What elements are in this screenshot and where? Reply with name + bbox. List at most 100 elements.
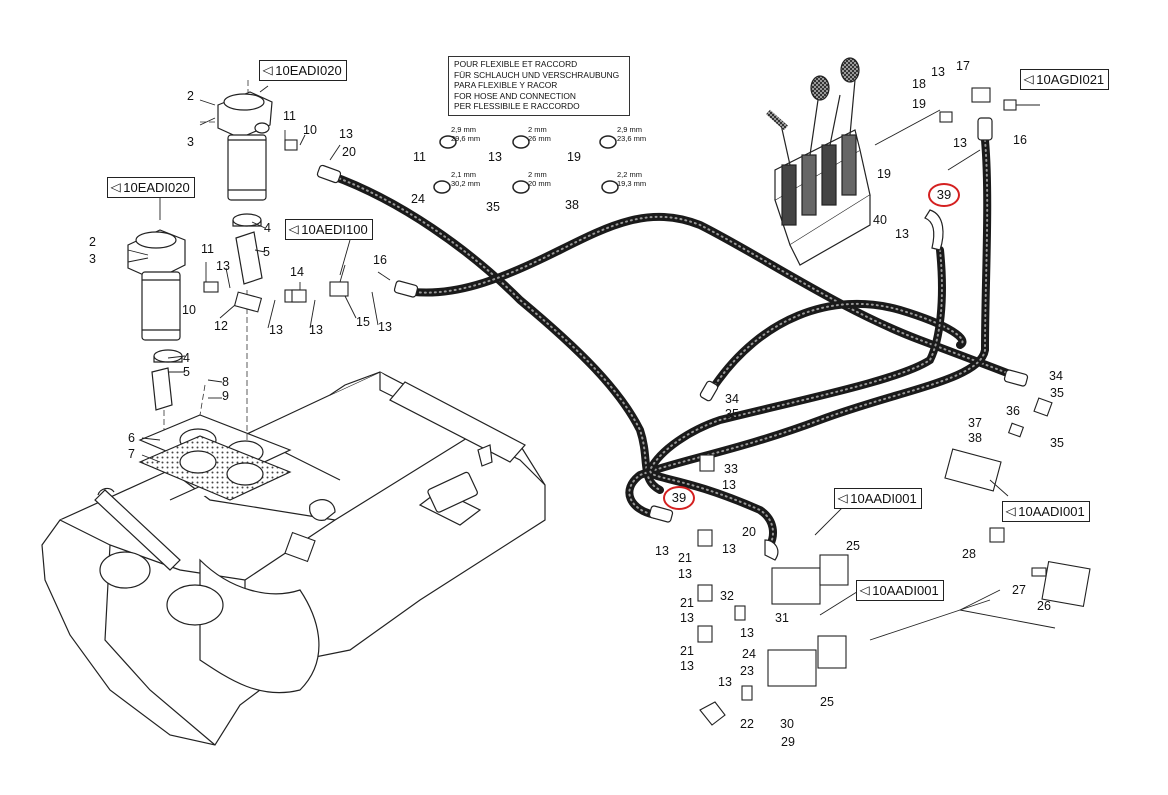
part-number-13[interactable]: 13 [722,478,736,492]
part-number-35[interactable]: 35 [1050,386,1064,400]
part-number-17[interactable]: 17 [956,59,970,73]
part-number-16[interactable]: 16 [373,253,387,267]
notice-line: PER FLESSIBILE E RACCORDO [454,101,580,112]
part-number-13[interactable]: 13 [722,542,736,556]
ref-label: 10AADI001 [872,583,939,598]
ref-link-10agdi021[interactable]: ◁10AGDI021 [1020,69,1110,90]
part-number-13[interactable]: 13 [680,611,694,625]
part-number-38[interactable]: 38 [968,431,982,445]
part-number-36[interactable]: 36 [1006,404,1020,418]
part-number-2[interactable]: 2 [187,89,194,103]
part-number-13[interactable]: 13 [895,227,909,241]
part-number-4[interactable]: 4 [264,221,271,235]
part-number-21[interactable]: 21 [680,596,694,610]
part-number-13[interactable]: 13 [740,626,754,640]
part-number-5[interactable]: 5 [183,365,190,379]
part-number-15[interactable]: 15 [356,315,370,329]
part-number-14[interactable]: 14 [290,265,304,279]
notice-line: POUR FLEXIBLE ET RACCORD [454,59,578,69]
ref-link-10aedi100[interactable]: ◁10AEDI100 [285,219,373,240]
part-number-31[interactable]: 31 [775,611,789,625]
ref-link-10aadi001[interactable]: ◁10AADI001 [1002,501,1090,522]
part-number-5[interactable]: 5 [263,245,270,259]
part-number-6[interactable]: 6 [128,431,135,445]
part-number-30[interactable]: 30 [780,717,794,731]
ref-link-10aadi001[interactable]: ◁10AADI001 [834,488,922,509]
part-number-24[interactable]: 24 [742,647,756,661]
return-filter-left [127,229,186,411]
part-number-11[interactable]: 11 [201,242,214,256]
part-number-35[interactable]: 35 [1050,436,1064,450]
part-number-22[interactable]: 22 [740,717,754,731]
part-number-34[interactable]: 34 [725,392,739,406]
pointer-icon: ◁ [1023,72,1034,86]
pointer-icon: ◁ [1005,504,1016,518]
part-number-27[interactable]: 27 [1012,583,1026,597]
pointer-icon: ◁ [837,491,848,505]
ref-link-10eadi020[interactable]: ◁10EADI020 [107,177,195,198]
notice-line: PARA FLEXIBLE Y RACOR [454,80,558,91]
part-number-19[interactable]: 19 [877,167,891,181]
part-number-13[interactable]: 13 [953,136,967,150]
part-number-35[interactable]: 35 [725,407,739,421]
part-number-25[interactable]: 25 [846,539,860,553]
part-number-2[interactable]: 2 [89,235,96,249]
part-number-13[interactable]: 13 [655,544,669,558]
part-number-3[interactable]: 3 [187,135,194,149]
part-number-12[interactable]: 12 [214,319,228,333]
ref-link-10aadi001[interactable]: ◁10AADI001 [856,580,944,601]
part-number-21[interactable]: 21 [680,644,694,658]
pointer-icon: ◁ [110,180,121,194]
ref-label: 10AEDI100 [301,222,368,237]
part-number-16[interactable]: 16 [1013,133,1027,147]
part-number-10[interactable]: 10 [182,303,196,317]
part-number-10[interactable]: 10 [303,123,317,137]
highlighted-part-39[interactable]: 39 [663,486,695,510]
notice-line: FÜR SCHLAUCH UND VERSCHRAUBUNG [454,69,620,80]
part-number-18[interactable]: 18 [912,77,926,91]
part-number-13[interactable]: 13 [378,320,392,334]
part-number-37[interactable]: 37 [968,416,982,430]
control-valve-block [766,57,871,266]
hose-and-connection-notice: POUR FLEXIBLE ET RACCORD FÜR SCHLAUCH UN… [448,56,630,116]
part-number-11[interactable]: 11 [283,109,296,123]
hose-fittings [316,117,1029,561]
ref-label: 10AADI001 [850,491,917,506]
highlighted-part-39[interactable]: 39 [928,183,960,207]
part-number-40[interactable]: 40 [873,213,887,227]
part-number-26[interactable]: 26 [1037,599,1051,613]
part-number-13[interactable]: 13 [216,259,230,273]
part-number-13[interactable]: 13 [269,323,283,337]
part-number-9[interactable]: 9 [222,389,229,403]
part-number-13[interactable]: 13 [678,567,692,581]
part-number-20[interactable]: 20 [342,145,356,159]
part-number-32[interactable]: 32 [720,589,734,603]
hydraulic-tank [41,371,546,746]
ref-label: 10EADI020 [275,63,342,78]
ref-label: 10AADI001 [1018,504,1085,519]
part-number-28[interactable]: 28 [962,547,976,561]
part-number-13[interactable]: 13 [309,323,323,337]
mounting-plate [138,414,292,501]
part-number-13[interactable]: 13 [339,127,353,141]
part-number-13[interactable]: 13 [680,659,694,673]
return-filter-top [217,91,273,285]
part-number-4[interactable]: 4 [183,351,190,365]
part-number-25[interactable]: 25 [820,695,834,709]
part-number-33[interactable]: 33 [724,462,738,476]
pointer-icon: ◁ [288,222,299,236]
part-number-13[interactable]: 13 [931,65,945,79]
part-number-23[interactable]: 23 [740,664,754,678]
part-number-29[interactable]: 29 [781,735,795,749]
part-number-3[interactable]: 3 [89,252,96,266]
ref-link-10eadi020[interactable]: ◁10EADI020 [259,60,347,81]
part-number-8[interactable]: 8 [222,375,229,389]
part-number-7[interactable]: 7 [128,447,135,461]
hoses [326,136,1024,549]
part-number-19[interactable]: 19 [912,97,926,111]
part-number-34[interactable]: 34 [1049,369,1063,383]
part-number-21[interactable]: 21 [678,551,692,565]
part-number-20[interactable]: 20 [742,525,756,539]
part-number-13[interactable]: 13 [718,675,732,689]
